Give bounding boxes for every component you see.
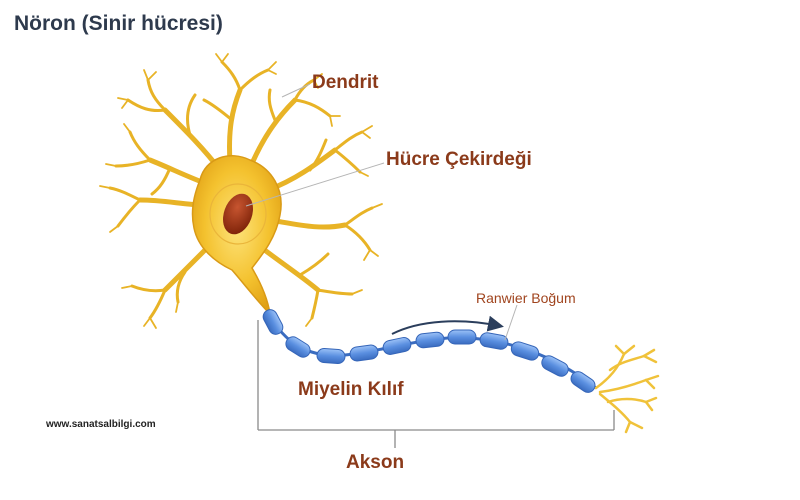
leader-lines	[245, 83, 518, 341]
node-of-ranvier-label: Ranwier Boğum	[476, 290, 576, 306]
axon-bracket	[257, 320, 615, 448]
signal-direction-arrow	[391, 315, 504, 335]
myelin-sheath-label: Miyelin Kılıf	[298, 379, 404, 400]
dendrites	[99, 53, 383, 329]
website-credit: www.sanatsalbilgi.com	[46, 419, 156, 430]
dendrite-label: Dendrit	[312, 72, 379, 93]
axon-terminals	[594, 344, 660, 434]
nucleus-halo	[209, 183, 267, 245]
nucleus	[223, 193, 253, 235]
myelin-sheath	[262, 309, 596, 393]
page-title: Nöron (Sinir hücresi)	[14, 12, 223, 35]
cell-body	[191, 155, 282, 317]
axon-label: Akson	[346, 452, 405, 473]
nucleus-label: Hücre Çekirdeği	[386, 149, 532, 170]
